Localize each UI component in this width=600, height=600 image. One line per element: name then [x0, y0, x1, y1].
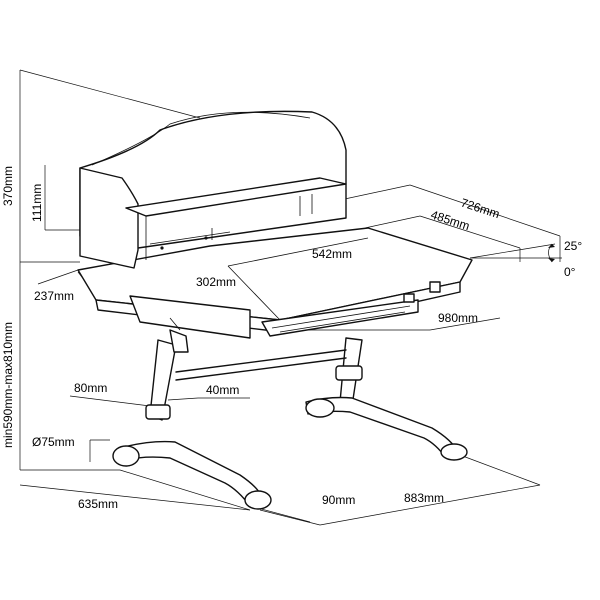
label-foot-span: 883mm [404, 491, 444, 505]
label-overall-width: 980mm [438, 311, 478, 325]
label-shelf-section-width: 302mm [196, 275, 236, 289]
label-desk-height-range: min590mm-max810mm [1, 322, 15, 448]
desk-legs [112, 329, 468, 510]
label-foot-depth: 635mm [78, 497, 118, 511]
desk-top [77, 227, 473, 339]
label-foot-width: 90mm [322, 493, 355, 507]
label-shelf-inner-height: 111mm [30, 184, 44, 222]
label-top-main-width: 542mm [312, 247, 352, 261]
label-leg-inner: 40mm [206, 383, 239, 397]
label-leg-width: 80mm [74, 381, 107, 395]
desk-shelf [79, 110, 347, 269]
label-shelf-height: 370mm [1, 166, 15, 206]
label-wheel-diameter: Ø75mm [32, 435, 75, 449]
label-front-depth: 237mm [34, 289, 74, 303]
label-top-depth-inner: 485mm [429, 208, 471, 234]
label-tilt-min: 0° [564, 265, 576, 279]
label-tilt-max: 25° [564, 239, 582, 253]
